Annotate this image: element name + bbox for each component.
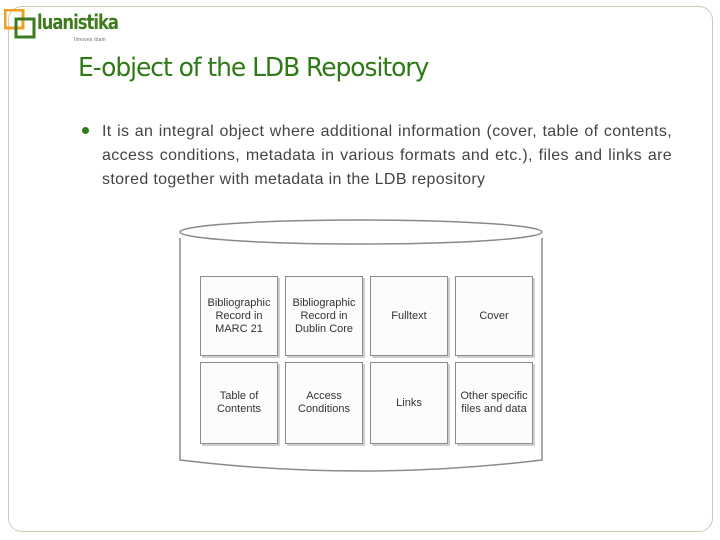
repository-diagram: Bibliographic Record in MARC 21 Bibliogr… [172,214,550,478]
slide-title: E-object of the LDB Repository [78,53,429,83]
cell-marc21-record: Bibliographic Record in MARC 21 [200,276,278,356]
cell-access-conditions: Access Conditions [285,362,363,444]
cell-fulltext: Fulltext [370,276,448,356]
cell-table-of-contents: Table of Contents [200,362,278,444]
logo-icon [4,9,36,39]
logo-name: luanistika [37,10,119,34]
logo-tagline: Ilmoves ibam [74,37,106,43]
cell-dublin-core-record: Bibliographic Record in Dublin Core [285,276,363,356]
object-grid: Bibliographic Record in MARC 21 Bibliogr… [200,276,533,444]
bullet-dot-icon [82,127,89,134]
cell-links: Links [370,362,448,444]
slide-frame [8,6,713,532]
cell-cover: Cover [455,276,533,356]
bullet-text: It is an integral object where additiona… [102,123,672,188]
bullet-item: It is an integral object where additiona… [82,120,672,192]
logo: luanistika Ilmoves ibam [4,9,134,43]
cell-other-files: Other specific files and data [455,362,533,444]
